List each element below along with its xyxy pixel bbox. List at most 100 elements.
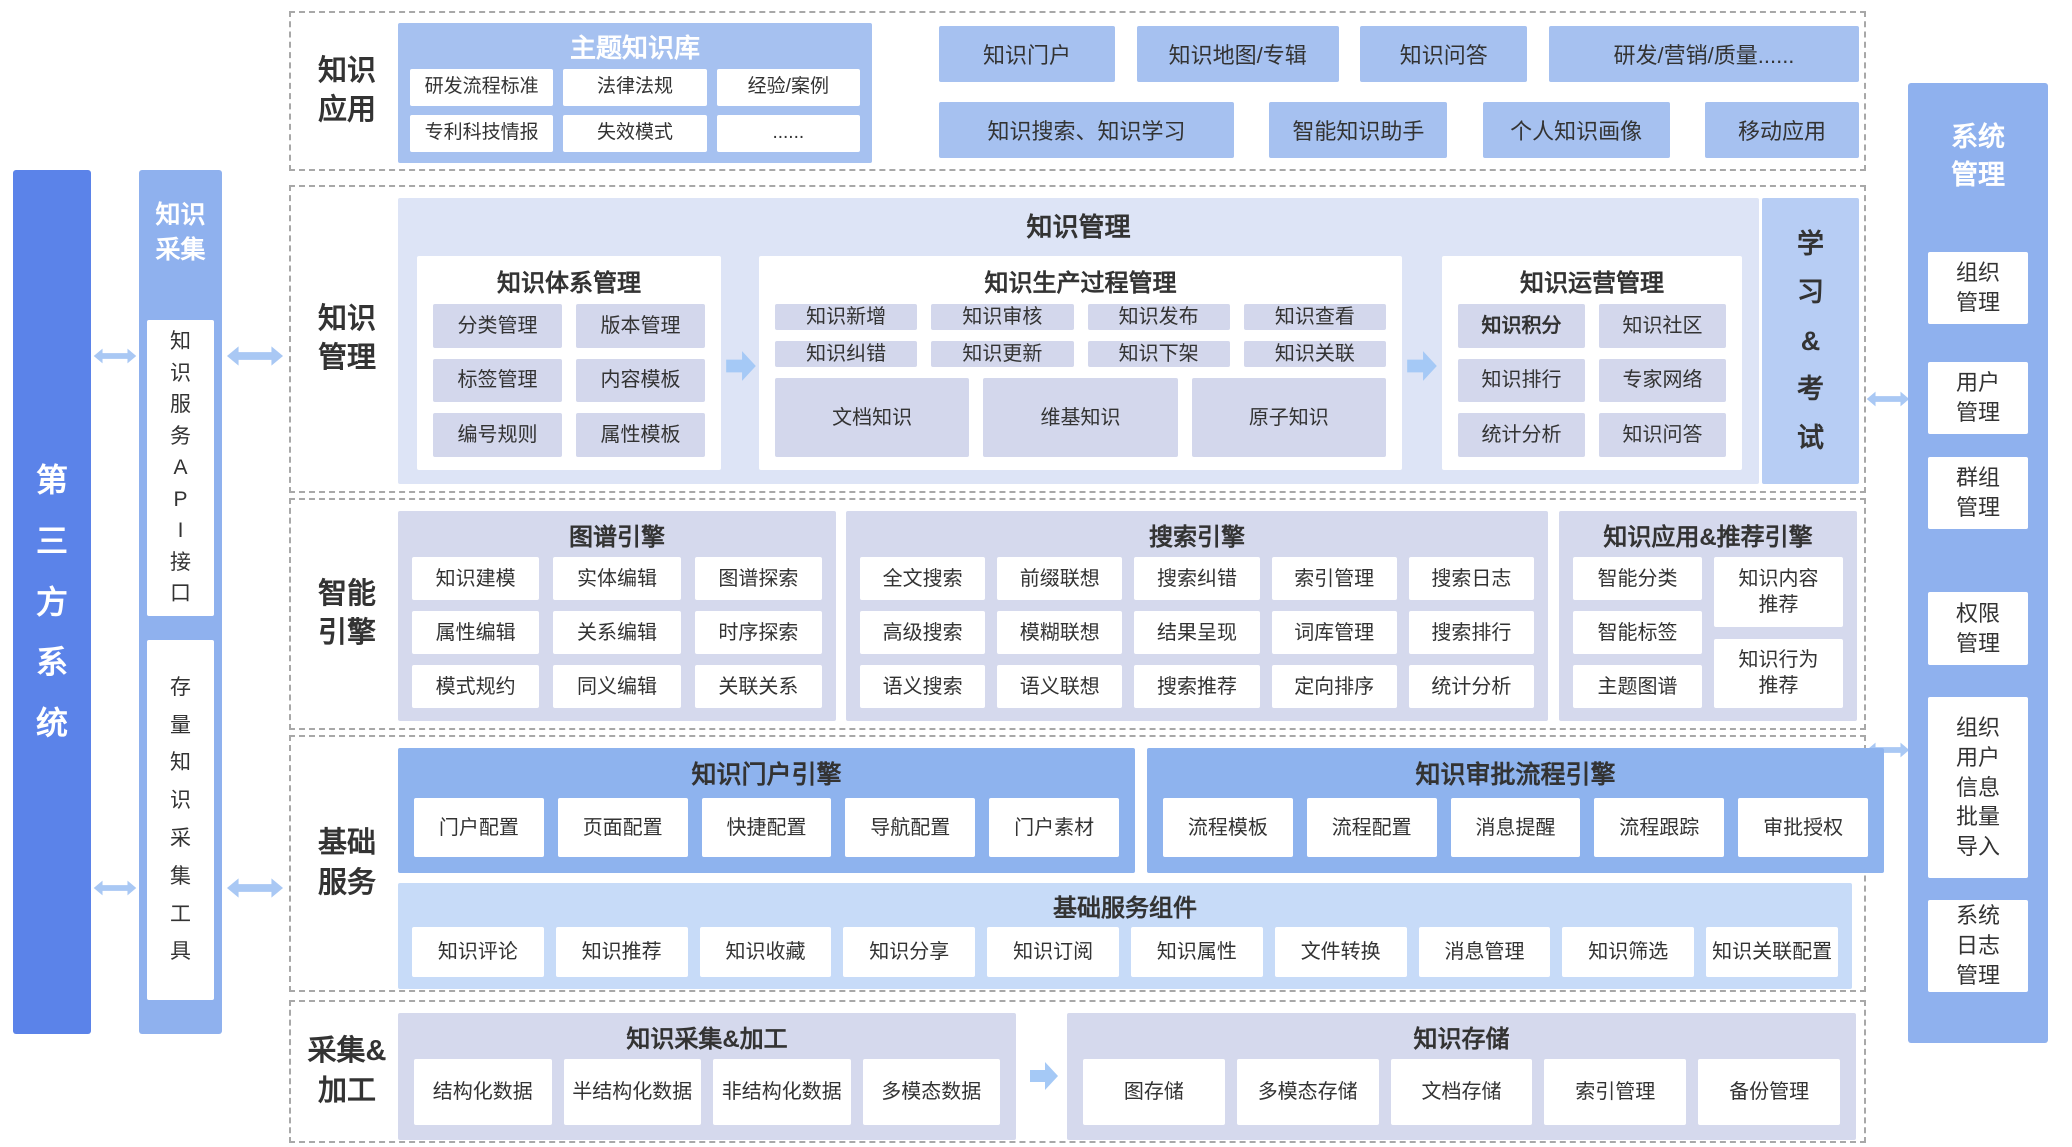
collect-process-items: 结构化数据半结构化数据非结构化数据多模态数据 xyxy=(398,1059,1016,1140)
module-chip: 消息管理 xyxy=(1418,927,1551,977)
module-chip: 知识纠错 xyxy=(775,341,918,367)
module-chip: 文档知识 xyxy=(775,378,970,457)
module-chip: 关系编辑 xyxy=(553,611,681,654)
module-chip: 门户素材 xyxy=(989,798,1119,857)
module-chip: 知识社区 xyxy=(1599,304,1726,348)
module-chip: 流程模板 xyxy=(1163,798,1293,857)
module-chip: 知识排行 xyxy=(1458,358,1585,403)
portal-engine-title: 知识门户引擎 xyxy=(691,761,842,789)
module-chip: 消息提醒 xyxy=(1450,798,1581,857)
module-chip: 流程配置 xyxy=(1306,798,1437,857)
module-chip: 知识发布 xyxy=(1087,304,1230,330)
module-chip: 结构化数据 xyxy=(414,1059,552,1125)
knowledge-system-mgmt-items: 分类管理版本管理标签管理内容模板编号规则属性模板 xyxy=(417,304,721,470)
module-chip: 知识筛选 xyxy=(1562,927,1695,977)
module-chip: 知识建模 xyxy=(412,557,540,600)
module-chip: 版本管理 xyxy=(576,304,705,348)
knowledge-service-api-box: 知 识 服 务 A P I 接 口 xyxy=(147,320,214,616)
module-chip: 搜索排行 xyxy=(1408,611,1534,654)
application-tile: 个人知识画像 xyxy=(1482,102,1670,158)
module-chip: 搜索纠错 xyxy=(1134,557,1260,600)
graph-engine-items: 知识建模实体编辑图谱探索属性编辑关系编辑时序探索模式规约同义编辑关联关系 xyxy=(398,557,836,721)
graph-engine-box: 图谱引擎 知识建模实体编辑图谱探索属性编辑关系编辑时序探索模式规约同义编辑关联关… xyxy=(398,511,836,721)
module-chip: 文件转换 xyxy=(1274,927,1407,977)
section-label: 基础 服务 xyxy=(317,827,376,899)
module-chip: 文档存储 xyxy=(1390,1059,1533,1125)
topic-item: 失效模式 xyxy=(563,115,707,152)
module-chip: 知识内容 推荐 xyxy=(1714,557,1843,627)
module-chip: 模式规约 xyxy=(412,665,540,708)
module-chip: 知识订阅 xyxy=(987,927,1119,977)
module-chip: 搜索日志 xyxy=(1408,557,1534,600)
module-chip: 同义编辑 xyxy=(553,665,681,708)
graph-engine-title: 图谱引擎 xyxy=(569,523,665,551)
module-chip: 结果呈现 xyxy=(1134,611,1260,654)
system-mgmt-item: 组织 用户 信息 批量 导入 xyxy=(1928,697,2028,878)
module-chip: 属性编辑 xyxy=(412,611,540,654)
portal-engine-box: 知识门户引擎 门户配置页面配置快捷配置导航配置门户素材 xyxy=(398,748,1135,873)
search-engine-title: 搜索引擎 xyxy=(1149,523,1245,551)
module-chip: 属性模板 xyxy=(576,413,705,457)
module-chip: 高级搜索 xyxy=(860,611,986,654)
recommend-right-items: 知识内容 推荐知识行为 推荐 xyxy=(1714,557,1843,708)
module-chip: 统计分析 xyxy=(1458,413,1585,457)
module-chip: 知识推荐 xyxy=(555,927,688,977)
system-mgmt-item: 用户 管理 xyxy=(1928,362,2028,434)
application-tile: 知识问答 xyxy=(1360,26,1528,82)
module-chip: 主题图谱 xyxy=(1573,665,1702,708)
topic-knowledge-base-items: 研发流程标准法律法规经验/案例专利科技情报失效模式...... xyxy=(398,69,872,163)
knowledge-collection-title: 知识 采集 xyxy=(155,201,206,264)
application-recommend-items: 智能分类智能标签主题图谱 知识内容 推荐知识行为 推荐 xyxy=(1559,557,1857,721)
approval-flow-engine-box: 知识审批流程引擎 流程模板流程配置消息提醒流程跟踪审批授权 xyxy=(1147,748,1884,873)
application-tile: 智能知识助手 xyxy=(1269,102,1448,158)
topic-item: 经验/案例 xyxy=(716,69,860,106)
section-collect-process: 采集& 加工 知识采集&加工 结构化数据半结构化数据非结构化数据多模态数据 知识… xyxy=(289,1000,1866,1143)
section-knowledge-application: 知识 应用 主题知识库 研发流程标准法律法规经验/案例专利科技情报失效模式...… xyxy=(289,11,1866,171)
knowledge-production-wide-items: 文档知识维基知识原子知识 xyxy=(759,367,1402,470)
module-chip: 知识更新 xyxy=(931,341,1074,367)
module-chip: 索引管理 xyxy=(1544,1059,1687,1125)
module-chip: 知识审核 xyxy=(931,304,1074,330)
module-chip: 门户配置 xyxy=(414,798,544,857)
module-chip: 语义联想 xyxy=(997,665,1123,708)
system-management-title: 系统 管理 xyxy=(1951,122,2005,190)
module-chip: 备份管理 xyxy=(1698,1059,1840,1125)
module-chip: 语义搜索 xyxy=(860,665,986,708)
module-chip: 流程跟踪 xyxy=(1594,798,1725,857)
knowledge-storage-items: 图存储多模态存储文档存储索引管理备份管理 xyxy=(1067,1059,1856,1140)
exchange-arrow-icon xyxy=(1866,383,1910,415)
approval-flow-engine-title: 知识审批流程引擎 xyxy=(1415,761,1616,789)
basic-service-components-items: 知识评论知识推荐知识收藏知识分享知识订阅知识属性文件转换消息管理知识筛选知识关联… xyxy=(398,927,1852,989)
module-chip: 内容模板 xyxy=(576,358,705,403)
module-chip: 专家网络 xyxy=(1599,358,1726,403)
search-engine-box: 搜索引擎 全文搜索前缀联想搜索纠错索引管理搜索日志高级搜索模糊联想结果呈现词库管… xyxy=(846,511,1548,721)
module-chip: 知识问答 xyxy=(1599,413,1726,457)
topic-knowledge-base-title: 主题知识库 xyxy=(569,32,700,63)
topic-item: 专利科技情报 xyxy=(410,115,554,152)
module-chip: 知识积分 xyxy=(1458,304,1585,348)
search-engine-items: 全文搜索前缀联想搜索纠错索引管理搜索日志高级搜索模糊联想结果呈现词库管理搜索排行… xyxy=(846,557,1548,721)
application-tile: 知识地图/专辑 xyxy=(1136,26,1339,82)
module-chip: 多模态数据 xyxy=(862,1059,1000,1125)
module-chip: 知识关联 xyxy=(1243,341,1386,367)
module-chip: 标签管理 xyxy=(433,358,562,403)
exchange-arrow-icon xyxy=(226,340,284,372)
module-chip: 知识新增 xyxy=(775,304,918,330)
module-chip: 定向排序 xyxy=(1271,665,1397,708)
knowledge-system-mgmt-box: 知识体系管理 分类管理版本管理标签管理内容模板编号规则属性模板 xyxy=(417,256,721,470)
module-chip: 原子知识 xyxy=(1191,378,1386,457)
module-chip: 分类管理 xyxy=(433,304,562,348)
module-chip: 图谱探索 xyxy=(694,557,822,600)
module-chip: 编号规则 xyxy=(433,413,562,457)
module-chip: 前缀联想 xyxy=(997,557,1123,600)
flow-arrow-icon xyxy=(1404,348,1440,384)
knowledge-system-mgmt-title: 知识体系管理 xyxy=(497,269,641,297)
knowledge-management-panel: 知识管理 知识体系管理 分类管理版本管理标签管理内容模板编号规则属性模板 知识生… xyxy=(398,198,1759,484)
flow-arrow-icon xyxy=(1027,1059,1061,1093)
exchange-arrow-icon xyxy=(93,872,137,904)
knowledge-storage-title: 知识存储 xyxy=(1413,1025,1510,1053)
exchange-arrow-icon xyxy=(1866,734,1910,766)
application-tile-row: 知识搜索、知识学习智能知识助手个人知识画像移动应用 xyxy=(939,102,1859,158)
module-chip: 模糊联想 xyxy=(997,611,1123,654)
module-chip: 知识收藏 xyxy=(699,927,832,977)
